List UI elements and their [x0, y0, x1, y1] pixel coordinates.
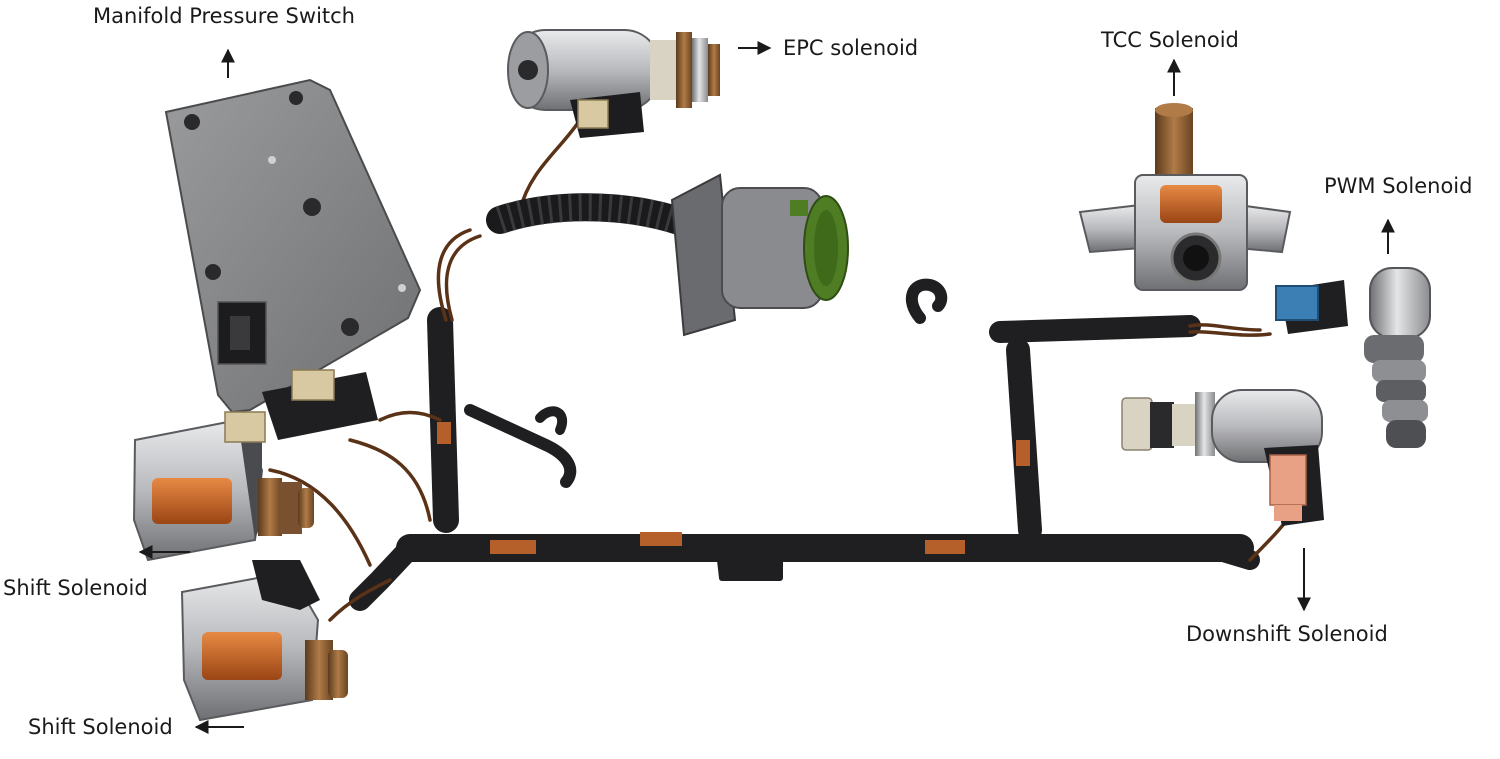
downshift-solenoid-part — [1121, 389, 1324, 526]
wires — [268, 118, 1302, 622]
shift-solenoid-lower-part — [180, 560, 348, 722]
epc-solenoid-part — [507, 29, 720, 138]
label-tcc-solenoid: TCC Solenoid — [1101, 28, 1239, 52]
label-manifold-pressure-switch: Manifold Pressure Switch — [93, 4, 355, 28]
label-downshift-solenoid: Downshift Solenoid — [1186, 622, 1388, 646]
tcc-solenoid-part — [1078, 103, 1292, 291]
label-shift-solenoid-upper: Shift Solenoid — [3, 576, 148, 600]
label-epc-solenoid: EPC solenoid — [783, 36, 919, 60]
arrows — [138, 41, 1395, 734]
label-shift-solenoid-lower: Shift Solenoid — [28, 715, 173, 739]
manifold-pressure-switch-part — [164, 78, 422, 440]
label-pwm-solenoid: PWM Solenoid — [1324, 174, 1473, 198]
corrugated-loom — [486, 193, 704, 239]
main-connector-part — [670, 173, 849, 337]
pwm-solenoid-part — [1275, 267, 1431, 448]
harness-copper-windows — [437, 422, 1030, 554]
shift-solenoid-upper-part — [132, 411, 314, 562]
